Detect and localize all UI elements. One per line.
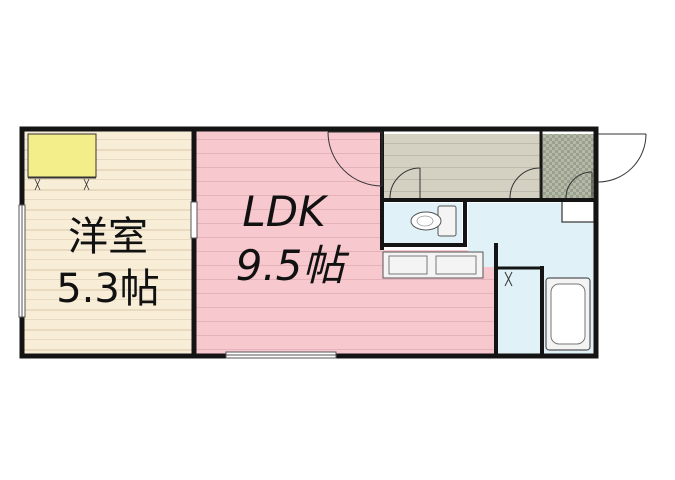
ldk-floor — [196, 131, 494, 354]
toilet-icon — [410, 205, 457, 237]
ldk-name: LDK — [242, 187, 329, 236]
ldk-size: 9.5帖 — [236, 241, 350, 290]
entry-hall-floor — [384, 134, 540, 198]
door-swing-icon — [327, 131, 647, 287]
western-room-name: 洋室 — [68, 214, 148, 260]
kitchen-counter-icon — [382, 251, 484, 279]
bathtub-icon — [545, 277, 591, 351]
washbasin — [561, 199, 595, 223]
closet — [27, 133, 97, 178]
western-room-size: 5.3帖 — [56, 266, 160, 312]
window-icon — [18, 201, 337, 359]
